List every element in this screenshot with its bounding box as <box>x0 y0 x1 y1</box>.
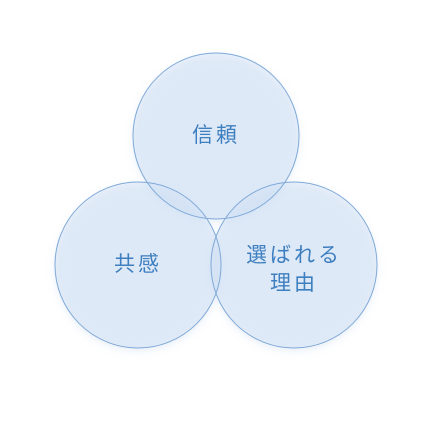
circle-empathy-fill <box>55 182 221 348</box>
circle-reason-outline <box>210 181 378 349</box>
circle-reason-fill <box>211 182 377 348</box>
circle-trust-label: 信頼 <box>192 123 240 147</box>
circle-trust-fill <box>133 53 299 219</box>
circle-fills <box>55 53 377 348</box>
circle-outlines <box>54 52 378 349</box>
circle-trust-outline <box>132 52 300 220</box>
circle-reason-label-line1: 選ばれる <box>246 243 342 267</box>
circle-empathy-outline <box>54 181 222 349</box>
circle-empathy-label: 共感 <box>114 252 162 276</box>
circle-reason-label-line2: 理由 <box>270 271 318 295</box>
